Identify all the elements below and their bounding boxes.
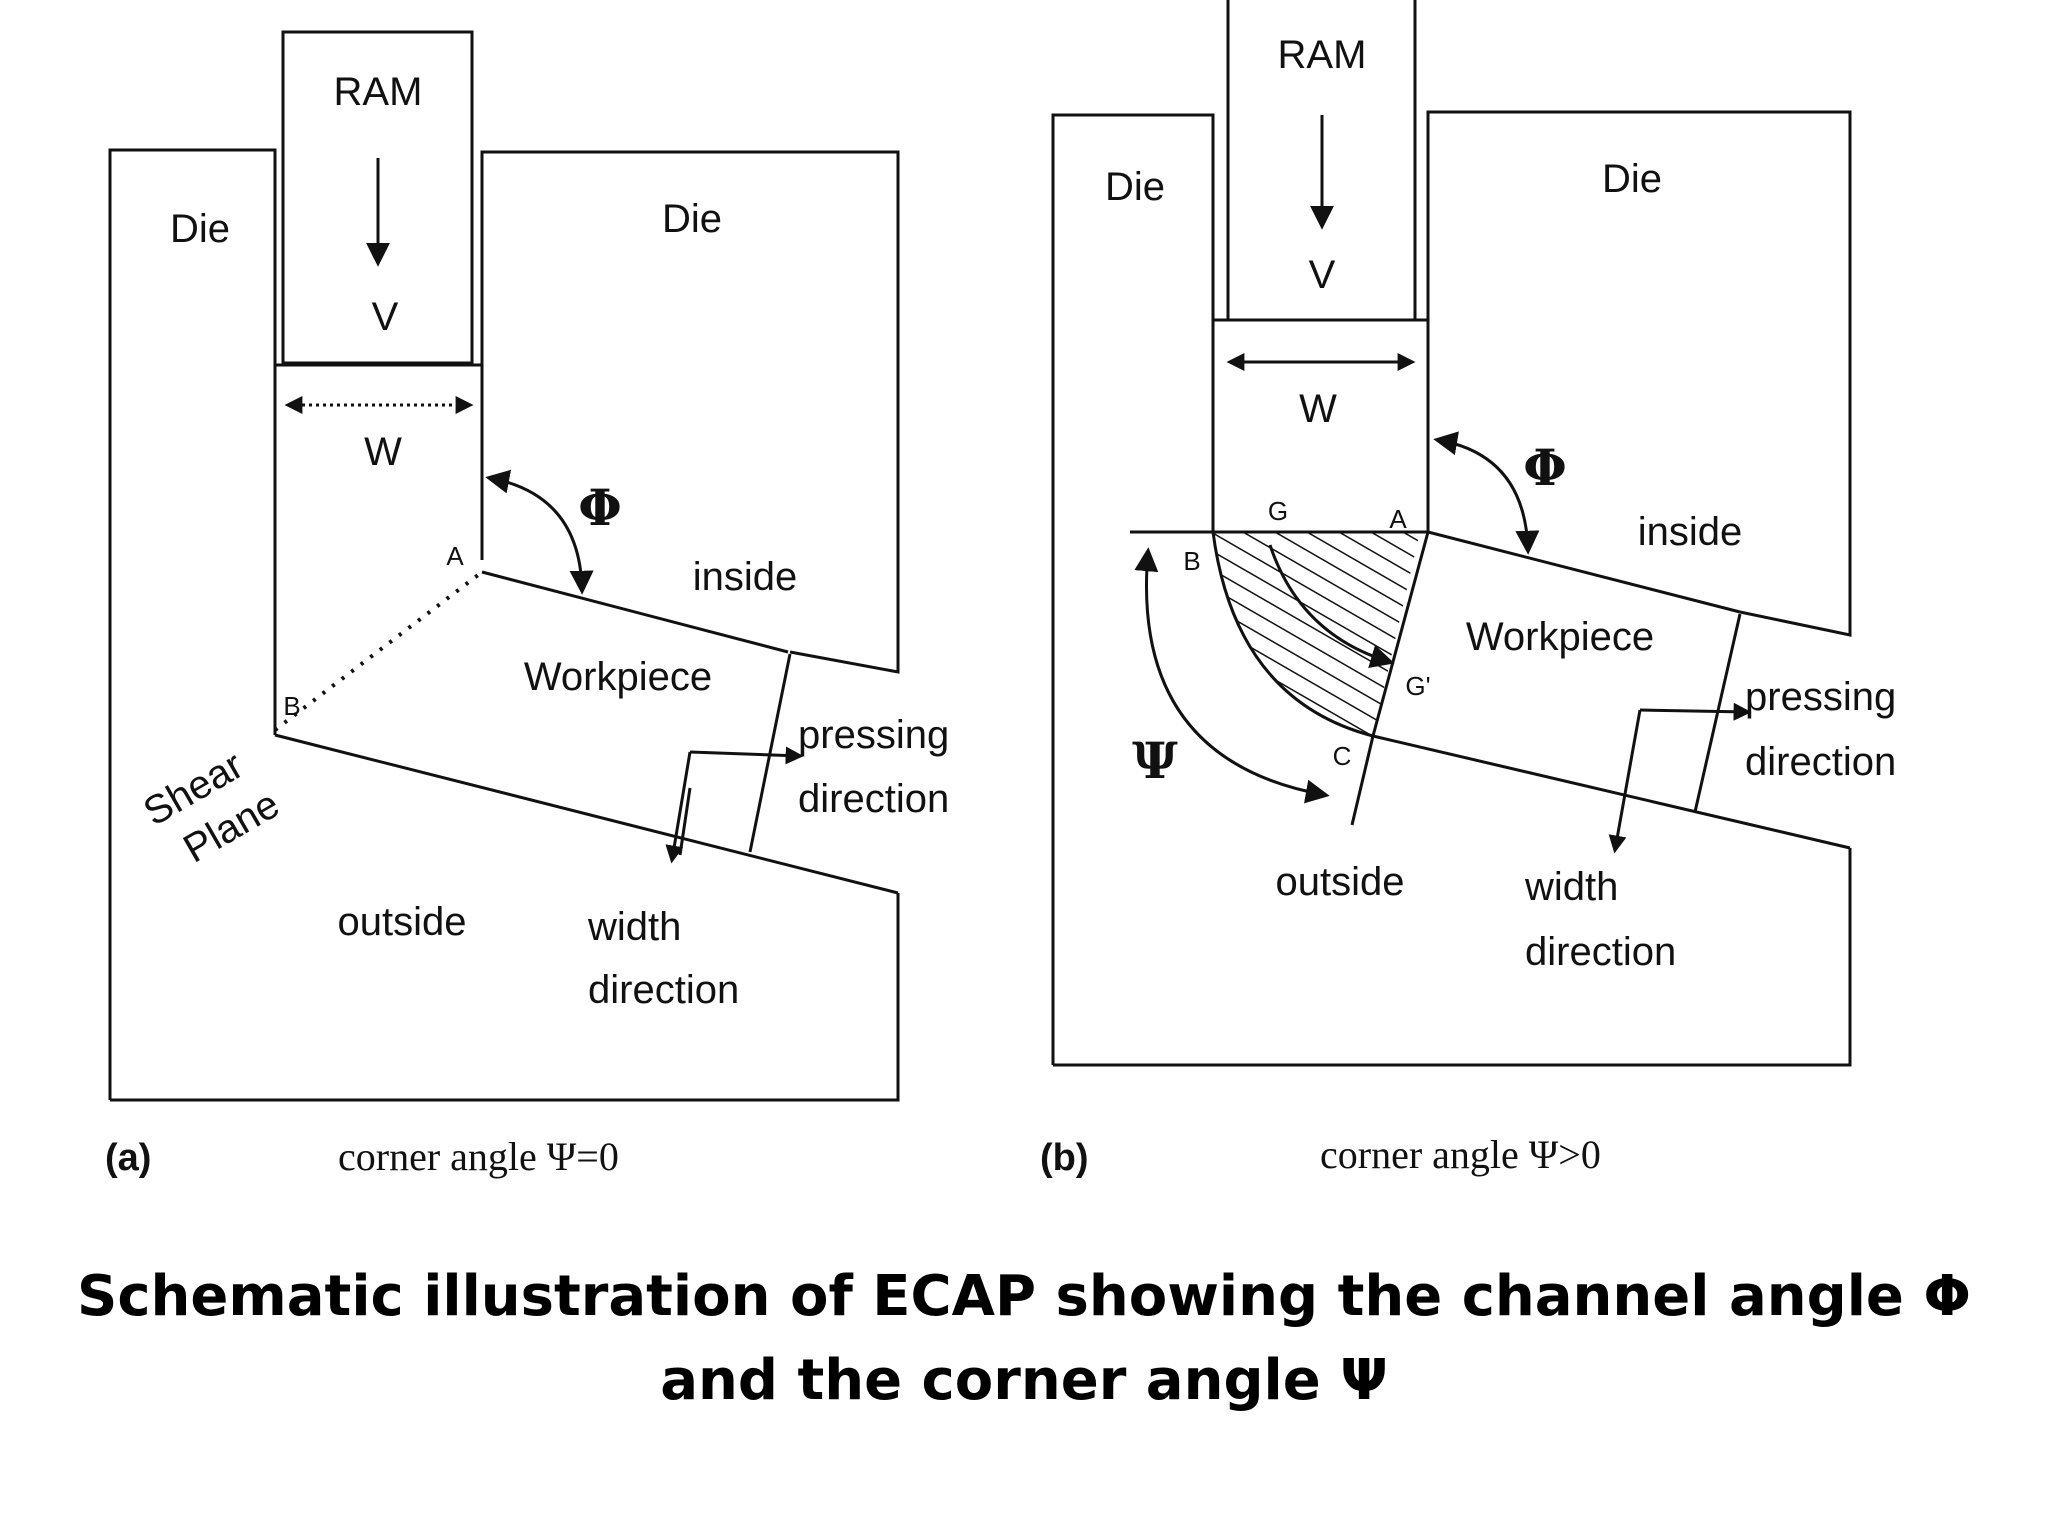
- die-left-outline: [1051, 113, 1215, 1065]
- point-g-prime-label: G': [1405, 671, 1430, 701]
- panel-a-tag: (a): [105, 1137, 151, 1179]
- panel-b-labels: RAM V Die Die W Φ Ψ G A B G' C inside Wo…: [1040, 33, 1896, 1179]
- panel-a-arrows: [284, 158, 804, 864]
- die-right-upper-outline: [1426, 110, 1852, 637]
- c-extension: [1350, 735, 1375, 826]
- die-left-label: Die: [1105, 165, 1165, 209]
- pressing-direction-label: direction: [798, 777, 949, 821]
- w-label: W: [364, 430, 402, 474]
- shear-line-ac: [1371, 531, 1430, 737]
- panel-b-arrows: [1134, 115, 1752, 854]
- w-label: W: [1299, 387, 1337, 431]
- panel-b-tag: (b): [1040, 1137, 1089, 1179]
- panel-b-caption: corner angle Ψ>0: [1320, 1132, 1601, 1177]
- die-right-label: Die: [662, 197, 722, 241]
- width-direction-label: direction: [588, 968, 739, 1012]
- v-label: V: [1309, 253, 1336, 297]
- psi-label: Ψ: [1132, 731, 1178, 790]
- point-g-label: G: [1268, 496, 1288, 526]
- ram-outline: [281, 30, 474, 365]
- width-label: width: [1524, 865, 1618, 909]
- die-right-label: Die: [1602, 157, 1662, 201]
- pressing-label: pressing: [1745, 675, 1896, 719]
- channel-lower-wall: [274, 733, 899, 895]
- channel-lower-wall: [1372, 734, 1851, 850]
- workpiece-end: [748, 653, 792, 853]
- shear-plane-line: [273, 570, 484, 732]
- pressing-arrow-stem: [665, 751, 692, 864]
- panel-a: [108, 30, 900, 1102]
- phi-label: Φ: [578, 478, 622, 537]
- width-direction-label: direction: [1525, 930, 1676, 974]
- panel-a-caption: corner angle Ψ=0: [338, 1134, 619, 1179]
- hatched-zone: [1213, 532, 1420, 736]
- pressing-label: pressing: [798, 713, 949, 757]
- outside-label: outside: [338, 900, 467, 944]
- psi-arc-arrow: [1134, 547, 1330, 804]
- point-b-label: B: [283, 691, 300, 721]
- pressing-direction-arrow: [678, 787, 692, 856]
- inside-label: inside: [1638, 510, 1743, 554]
- die-left-outline: [108, 148, 277, 1100]
- pressing-arrow-stem: [1608, 709, 1642, 854]
- pressing-arrow: [689, 746, 804, 765]
- figure-title: Schematic illustration of ECAP showing t…: [0, 1255, 2048, 1423]
- deformation-zone: [1213, 532, 1420, 736]
- title-line-2: and the corner angle Ψ: [660, 1348, 1388, 1413]
- ram-label: RAM: [334, 70, 423, 114]
- phi-arc-arrow: [485, 469, 594, 595]
- v-label: V: [372, 295, 399, 339]
- panel-a-labels: RAM V Die Die W Φ A B inside Workpiece S…: [105, 70, 949, 1179]
- inside-label: inside: [693, 555, 798, 599]
- phi-label: Φ: [1523, 438, 1567, 497]
- die-right-upper-outline: [480, 150, 900, 674]
- workpiece-label: Workpiece: [1466, 615, 1654, 659]
- phi-arc-arrow: [1433, 431, 1540, 555]
- pressing-direction-label: direction: [1745, 740, 1896, 784]
- width-label: width: [587, 905, 681, 949]
- ram-label: RAM: [1278, 33, 1367, 77]
- title-line-1: Schematic illustration of ECAP showing t…: [77, 1264, 1971, 1329]
- die-right-lower-outline: [110, 893, 900, 1102]
- point-b-label: B: [1183, 546, 1200, 576]
- point-c-label: C: [1333, 741, 1352, 771]
- die-right-lower-outline: [1053, 848, 1852, 1067]
- workpiece-end: [1693, 613, 1742, 813]
- workpiece-label: Workpiece: [524, 655, 712, 699]
- point-a-label: A: [1389, 504, 1407, 534]
- pressing-arrow: [1639, 702, 1752, 721]
- die-left-label: Die: [170, 207, 230, 251]
- point-a-label: A: [446, 541, 464, 571]
- outside-label: outside: [1276, 860, 1405, 904]
